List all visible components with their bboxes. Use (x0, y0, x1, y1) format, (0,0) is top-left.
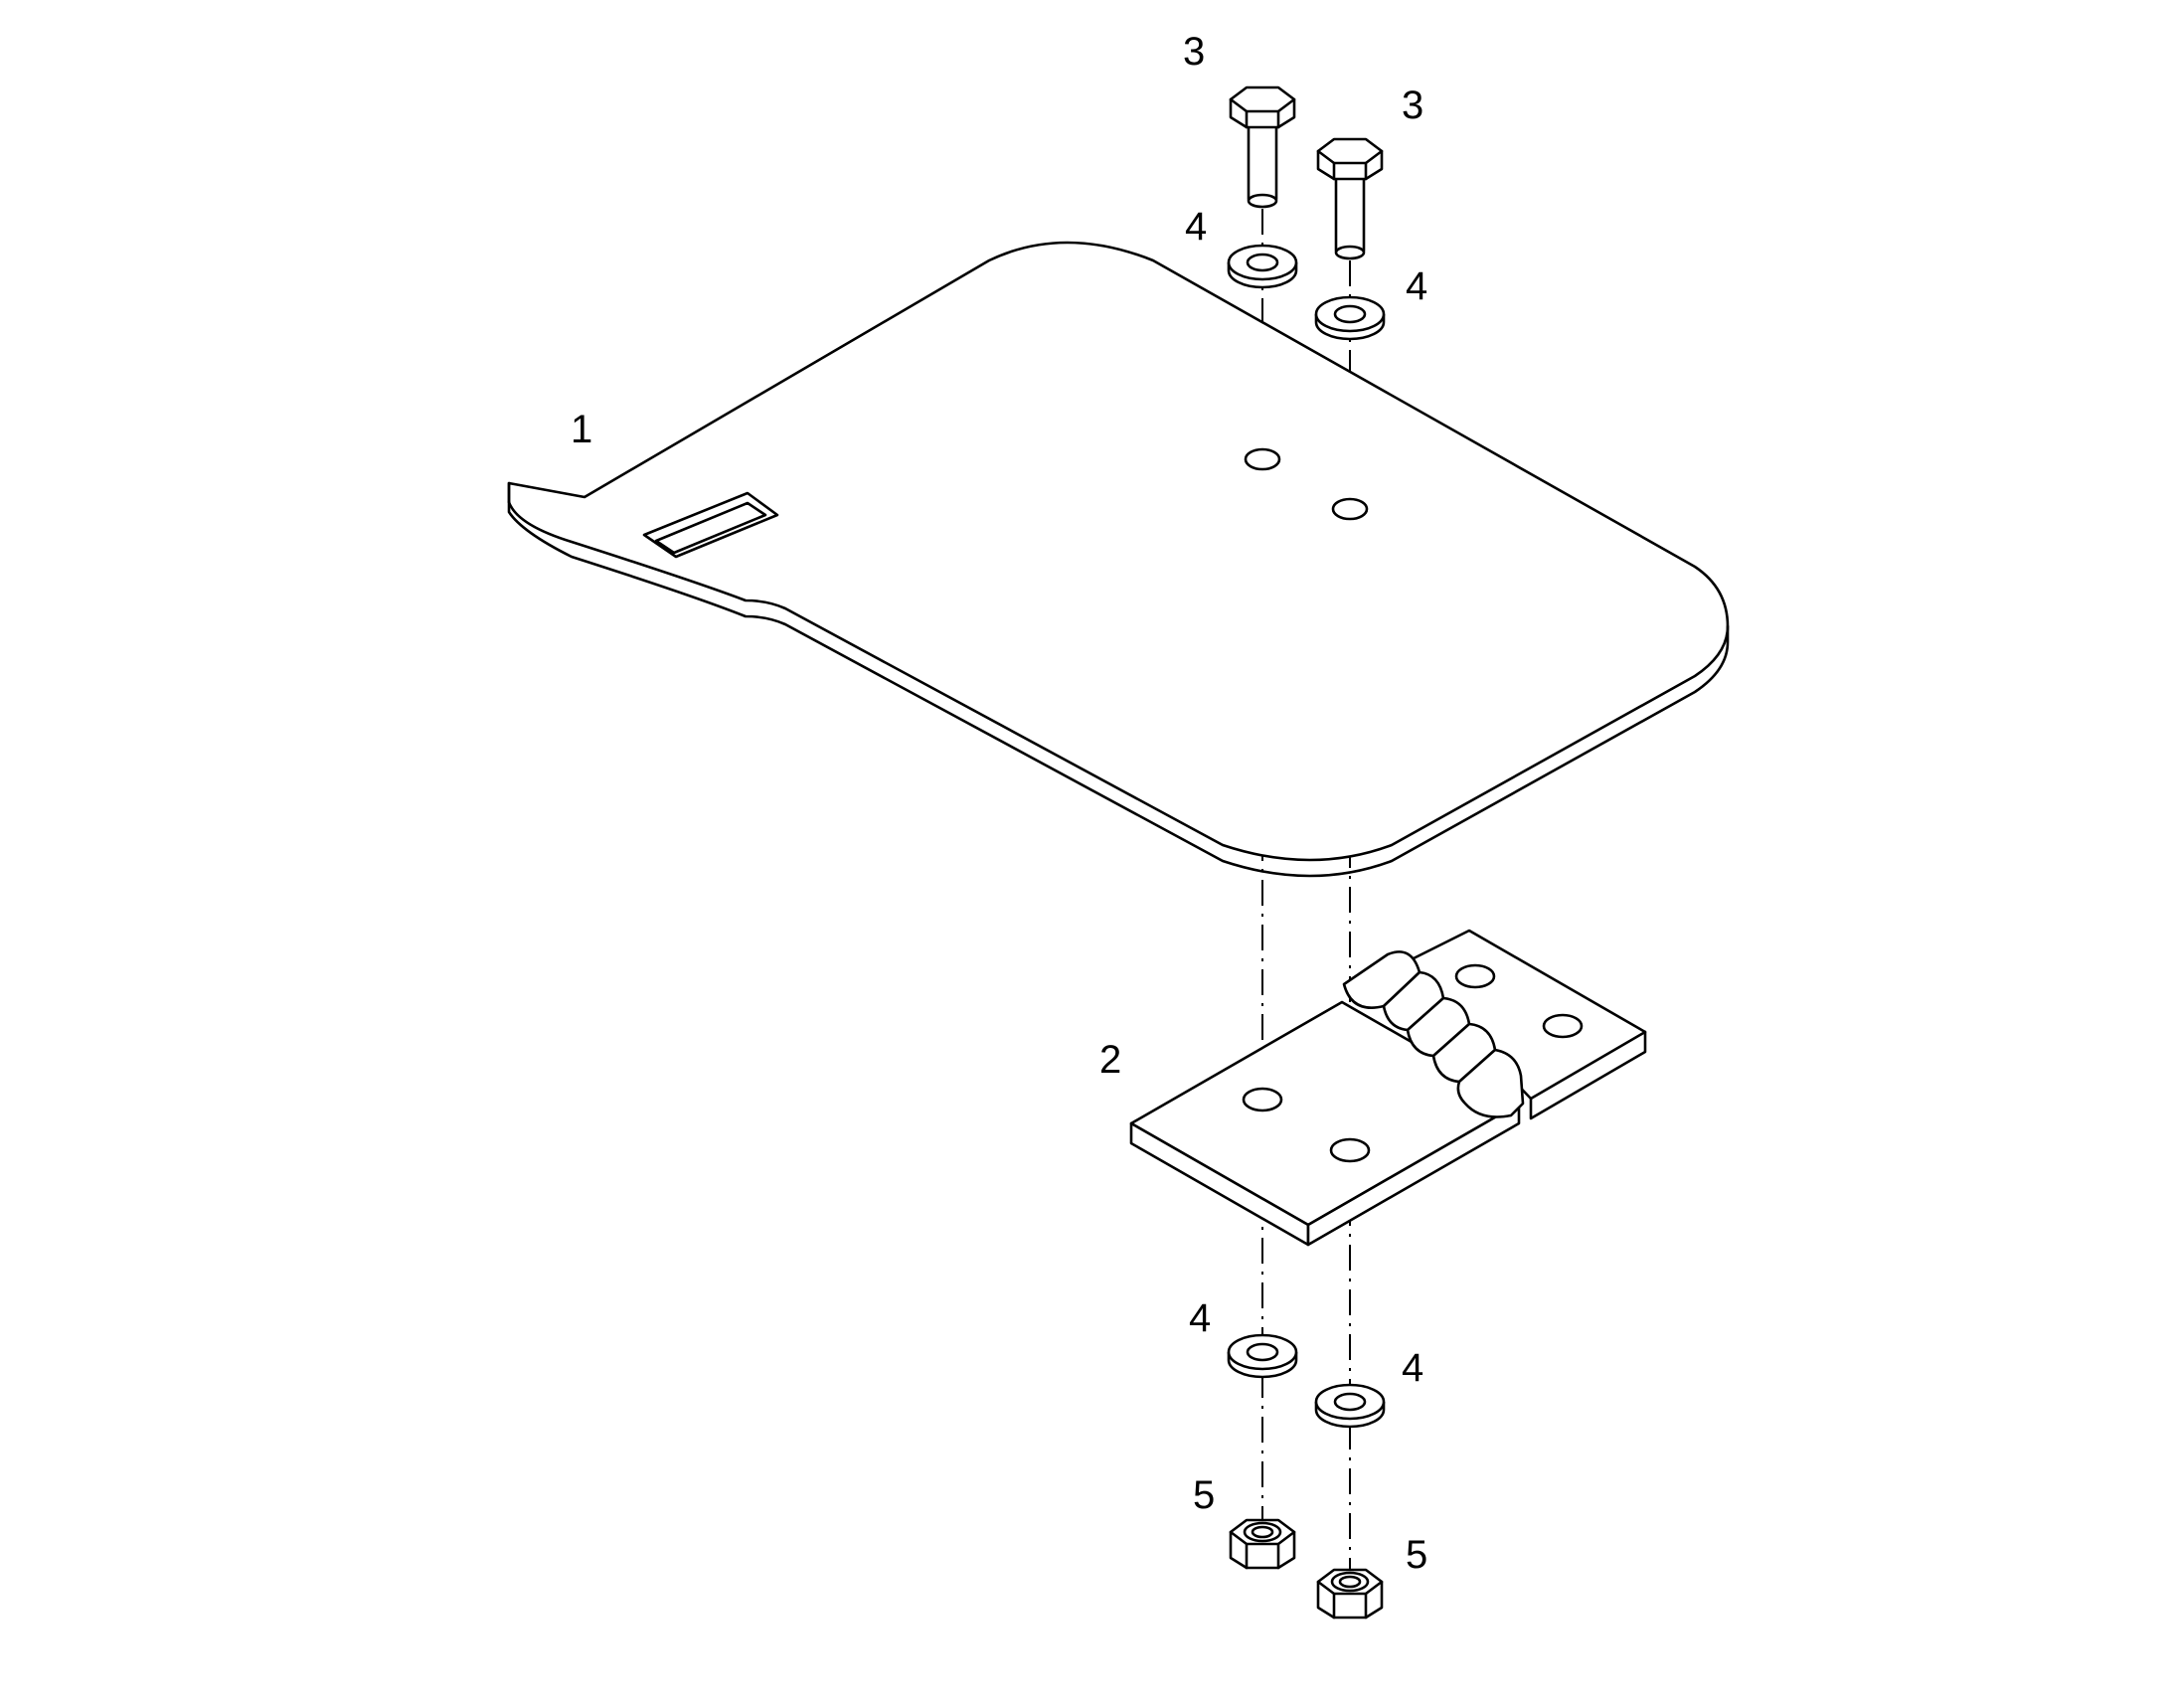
nut-left (1229, 1518, 1296, 1570)
plate-thickness-edge (507, 500, 1730, 878)
washer-bottom-left (1227, 1333, 1298, 1379)
washer-top-left (1227, 244, 1298, 289)
callout-washer-top-right: 4 (1406, 264, 1428, 308)
bolt-right (1316, 137, 1384, 260)
plate-hole-right (1331, 497, 1369, 521)
center-lines (1261, 209, 1351, 1581)
callout-washer-bottom-left: 4 (1189, 1296, 1212, 1340)
washer-bottom-right (1314, 1383, 1386, 1429)
callout-bolt-left: 3 (1183, 30, 1206, 74)
callout-bolt-right: 3 (1402, 84, 1424, 127)
callout-washer-bottom-right: 4 (1402, 1346, 1424, 1390)
plate-part (507, 241, 1730, 878)
handle-slot (642, 491, 779, 559)
callout-nut-right: 5 (1406, 1533, 1428, 1577)
plate-top-face (507, 241, 1730, 862)
washer-top-right (1314, 295, 1386, 341)
nut-right (1316, 1568, 1384, 1620)
hinge-barrel (1342, 950, 1525, 1118)
callout-hinge: 2 (1099, 1038, 1122, 1082)
bolt-left (1229, 85, 1296, 209)
callout-plate: 1 (571, 408, 593, 451)
hinge-part (1129, 929, 1647, 1247)
plate-hole-left (1244, 447, 1281, 471)
callout-washer-top-left: 4 (1185, 205, 1208, 249)
callout-nut-left: 5 (1193, 1473, 1216, 1517)
